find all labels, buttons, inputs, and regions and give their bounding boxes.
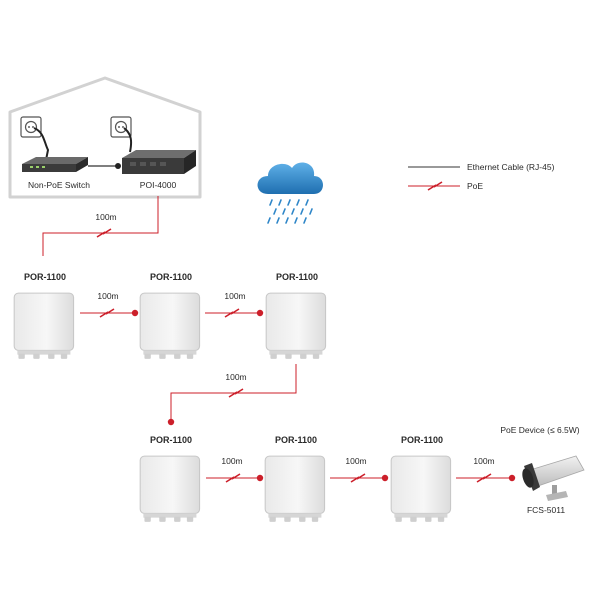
- por-repeater-icon: [390, 455, 452, 523]
- cable-endpoint: [256, 309, 264, 317]
- rain-cloud-icon: [257, 162, 323, 224]
- power-outlet-icon: [110, 116, 132, 138]
- injector-label: POI-4000: [140, 180, 177, 190]
- link-distance-label: 100m: [97, 291, 118, 301]
- switch-label: Non-PoE Switch: [28, 180, 90, 190]
- link-distance-label: 100m: [345, 456, 366, 466]
- repeater-label: POR-1100: [150, 435, 192, 445]
- legend-ethernet-label: Ethernet Cable (RJ-45): [467, 162, 555, 172]
- repeater-label: POR-1100: [276, 272, 318, 282]
- repeater-label: POR-1100: [24, 272, 66, 282]
- device-model-label: FCS-5011: [527, 505, 565, 515]
- por-repeater-icon: [13, 292, 75, 360]
- cable-endpoint: [508, 474, 516, 482]
- legend-poe-label: PoE: [467, 181, 483, 191]
- poi-injector-icon: [122, 150, 196, 174]
- poe-device-title: PoE Device (≤ 6.5W): [500, 425, 579, 435]
- repeater-label: POR-1100: [401, 435, 443, 445]
- cable-endpoint: [256, 474, 264, 482]
- por-repeater-icon: [265, 292, 327, 360]
- cable-endpoint: [131, 309, 139, 317]
- por-repeater-icon: [139, 292, 201, 360]
- camera-icon: [522, 455, 585, 501]
- cable-endpoint: [381, 474, 389, 482]
- link-distance-label: 100m: [225, 372, 246, 382]
- por-repeater-icon: [264, 455, 326, 523]
- cable-endpoint: [115, 163, 121, 169]
- por-repeater-icon: [139, 455, 201, 523]
- non-poe-switch-icon: [22, 157, 88, 172]
- repeater-label: POR-1100: [275, 435, 317, 445]
- poe-cable: [170, 364, 297, 422]
- link-distance-label: 100m: [95, 212, 116, 222]
- power-outlet-icon: [20, 116, 42, 138]
- power-cord-icon: [123, 127, 133, 153]
- link-distance-label: 100m: [221, 456, 242, 466]
- repeater-label: POR-1100: [150, 272, 192, 282]
- link-distance-label: 100m: [224, 291, 245, 301]
- link-distance-label: 100m: [473, 456, 494, 466]
- power-cord-icon: [33, 127, 50, 161]
- poe-cable: [42, 196, 159, 256]
- cable-endpoint: [167, 418, 175, 426]
- house-outline: [8, 76, 202, 199]
